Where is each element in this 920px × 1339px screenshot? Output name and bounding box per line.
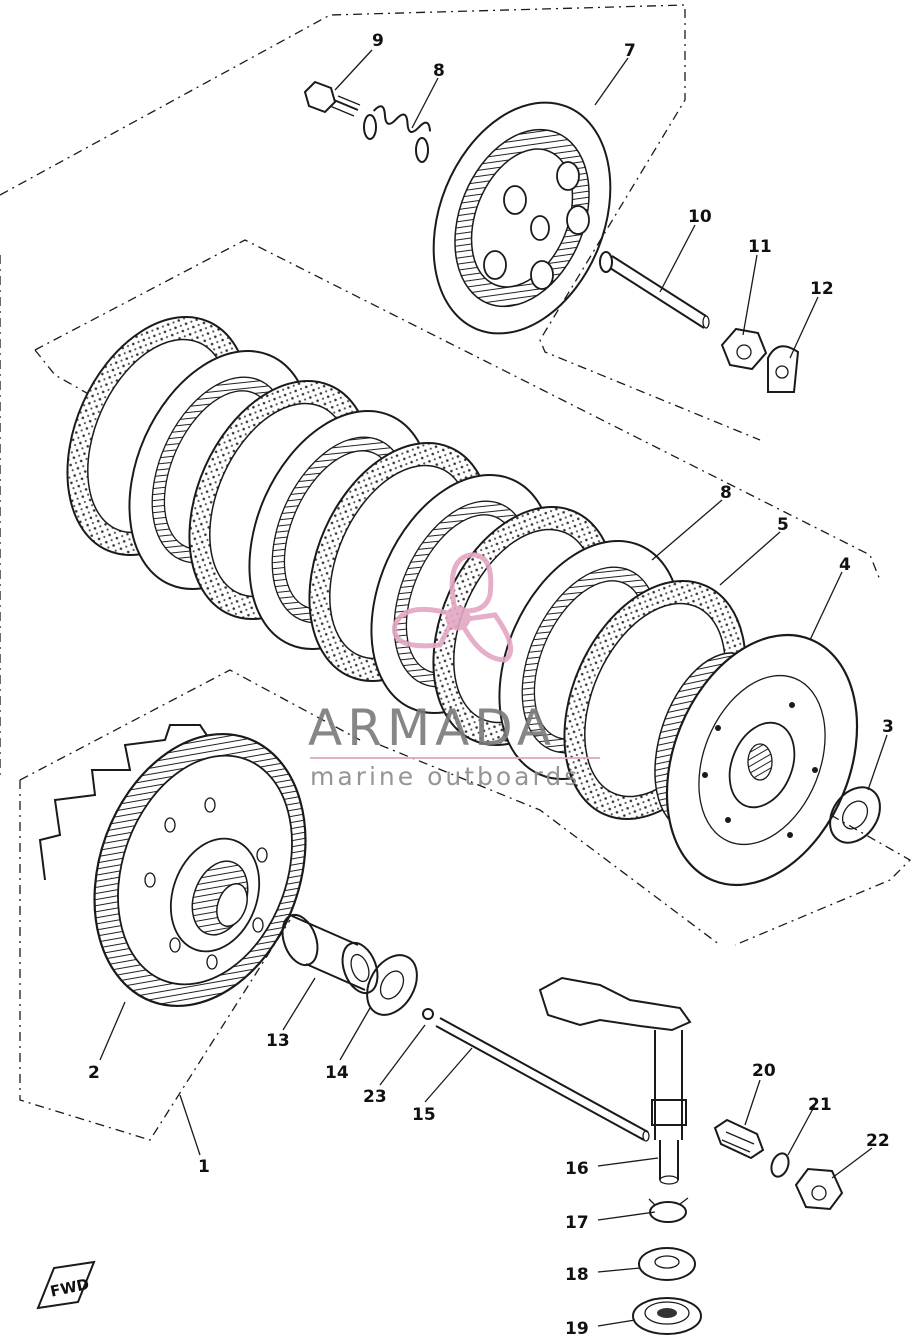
callout-labels: 9 8 7 10 11 12 8 5 4 3 2 13 14 23 15 1 2… bbox=[88, 31, 894, 1339]
callout-10: 10 bbox=[688, 207, 712, 227]
callout-16: 16 bbox=[565, 1159, 589, 1179]
callout-15: 15 bbox=[412, 1105, 436, 1125]
callout-21: 21 bbox=[808, 1095, 832, 1115]
callout-19: 19 bbox=[565, 1319, 589, 1339]
part-19-bearing bbox=[632, 1297, 702, 1335]
part-9-bolt bbox=[303, 80, 361, 117]
armada-logo-icon bbox=[392, 552, 514, 663]
part-20-adjust-screw bbox=[713, 1118, 765, 1160]
part-21-o-ring bbox=[770, 1152, 790, 1178]
callout-5: 5 bbox=[777, 515, 789, 535]
part-13-bushing bbox=[281, 913, 379, 995]
callout-9: 9 bbox=[372, 31, 384, 51]
callout-3: 3 bbox=[882, 717, 894, 737]
part-7-pressure-plate bbox=[432, 101, 612, 335]
watermark-brand: ARMADA bbox=[308, 699, 556, 757]
callout-23: 23 bbox=[363, 1087, 387, 1107]
part-15-push-rod bbox=[435, 1017, 650, 1142]
part-16-push-lever bbox=[538, 976, 692, 1185]
assembly-outlines bbox=[0, 4, 912, 1141]
callout-22: 22 bbox=[866, 1131, 890, 1151]
callout-8: 8 bbox=[433, 61, 445, 81]
leader-lines bbox=[99, 49, 888, 1327]
callout-1: 1 bbox=[198, 1157, 210, 1177]
part-10-push-rod bbox=[599, 251, 710, 329]
part-23-ball bbox=[422, 1008, 434, 1020]
callout-8-lower: 8 bbox=[720, 483, 732, 503]
watermark-tagline: marine outboards bbox=[310, 762, 580, 791]
part-3-thrust-washer bbox=[829, 786, 881, 844]
callout-20: 20 bbox=[752, 1061, 776, 1081]
part-18-washer bbox=[638, 1247, 696, 1281]
callout-17: 17 bbox=[565, 1213, 589, 1233]
part-22-lock-nut bbox=[794, 1167, 844, 1211]
part-14-washer bbox=[366, 954, 418, 1016]
clutch-plate-stack bbox=[66, 316, 747, 820]
armada-watermark: ARMADA marine outboards bbox=[308, 552, 600, 791]
part-12-lock-washer bbox=[767, 345, 800, 393]
callout-11: 11 bbox=[748, 237, 772, 257]
callout-12: 12 bbox=[810, 279, 834, 299]
part-11-nut bbox=[720, 327, 768, 371]
part-17-circlip bbox=[648, 1197, 689, 1223]
callout-14: 14 bbox=[325, 1063, 349, 1083]
front-direction-marker: FWD bbox=[36, 1260, 96, 1310]
part-2-clutch-housing bbox=[38, 724, 307, 1008]
callout-4: 4 bbox=[839, 555, 851, 575]
callout-2: 2 bbox=[88, 1063, 100, 1083]
callout-18: 18 bbox=[565, 1265, 589, 1285]
callout-7: 7 bbox=[624, 41, 636, 61]
part-8-spring bbox=[363, 105, 432, 163]
callout-13: 13 bbox=[266, 1031, 290, 1051]
